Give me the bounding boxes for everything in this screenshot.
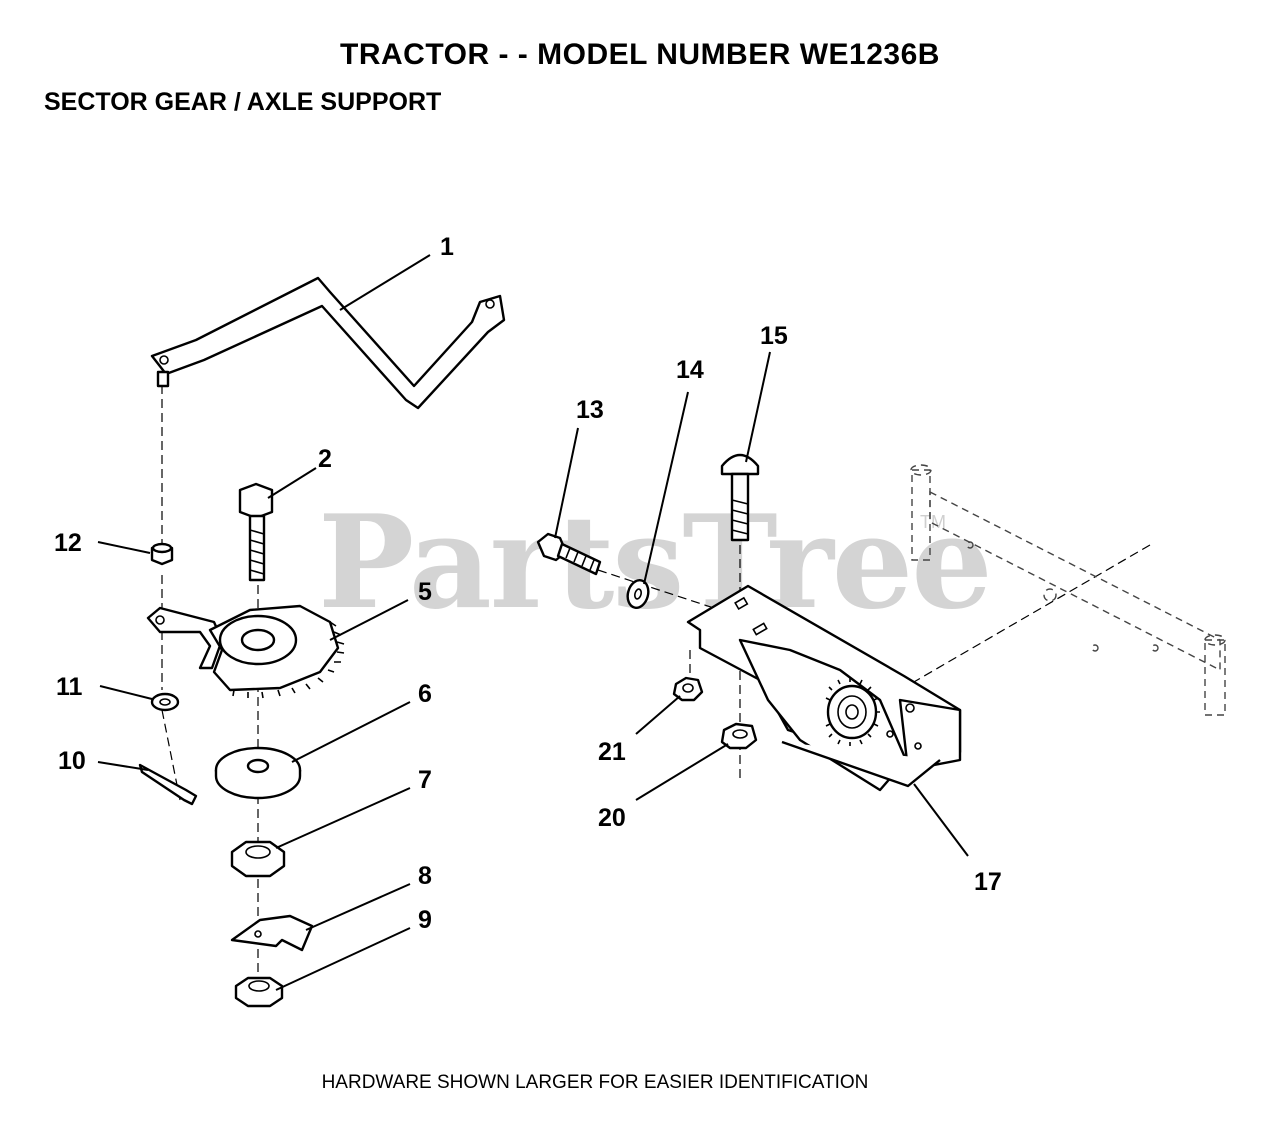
leader-14 (643, 391, 689, 585)
hex-nut-part-21 (672, 676, 704, 702)
leader-5 (329, 599, 409, 641)
drag-link-part-1 (150, 276, 506, 410)
bracket-gear-hub (825, 678, 880, 746)
callout-10: 10 (58, 747, 86, 775)
callout-14: 14 (676, 356, 704, 384)
callout-17: 17 (974, 868, 1002, 896)
axle-ghost-outline (910, 464, 1226, 716)
hex-nut-part-7 (230, 840, 286, 878)
leader-17 (913, 783, 969, 857)
centerline-bolt-13 (597, 569, 721, 611)
callout-8: 8 (418, 862, 432, 890)
callout-2: 2 (318, 445, 332, 473)
leader-6 (291, 701, 411, 763)
watermark: PartsTree (318, 488, 993, 638)
footer-note: HARDWARE SHOWN LARGER FOR EASIER IDENTIF… (321, 1072, 869, 1093)
callout-9: 9 (418, 906, 432, 934)
clip-part-8 (230, 914, 314, 952)
hex-bolt-part-2 (238, 482, 274, 582)
leader-13 (554, 427, 579, 539)
leader-1 (339, 254, 431, 311)
leader-2 (267, 467, 317, 499)
leader-21 (635, 695, 681, 735)
callout-1: 1 (440, 233, 454, 261)
section-subtitle: SECTOR GEAR / AXLE SUPPORT (44, 88, 442, 116)
spacer-part-6 (214, 746, 302, 800)
centerline-axle (899, 544, 1151, 691)
leader-7 (275, 787, 411, 849)
hex-bolt-part-13 (536, 532, 602, 576)
callout-6: 6 (418, 680, 432, 708)
leader-11 (99, 685, 153, 700)
leader-20 (635, 743, 729, 801)
callout-11: 11 (56, 673, 83, 701)
leader-15 (745, 351, 771, 463)
watermark-trademark: TM (920, 512, 946, 532)
cotter-pin-part-10 (138, 763, 198, 806)
callout-7: 7 (418, 766, 432, 794)
lock-nut-part-12 (150, 542, 174, 566)
sector-gear-part-5 (146, 604, 345, 699)
hex-nut-part-20 (720, 722, 758, 750)
page-title: TRACTOR - - MODEL NUMBER WE1236B (340, 38, 940, 71)
leader-10 (97, 761, 149, 771)
washer-part-14 (626, 579, 650, 609)
hex-nut-part-9 (234, 976, 284, 1008)
leader-8 (305, 883, 411, 931)
carriage-bolt-part-15 (720, 453, 760, 542)
leader-lines (97, 254, 969, 991)
axle-support-bracket-part-17 (686, 584, 962, 792)
callout-20: 20 (598, 804, 626, 832)
callout-5: 5 (418, 578, 432, 606)
callout-13: 13 (576, 396, 604, 424)
leader-12 (97, 541, 151, 554)
callout-21: 21 (598, 738, 626, 766)
washer-part-11 (150, 692, 180, 712)
callout-12: 12 (54, 529, 82, 557)
callout-15: 15 (760, 322, 788, 350)
leader-9 (275, 927, 411, 991)
